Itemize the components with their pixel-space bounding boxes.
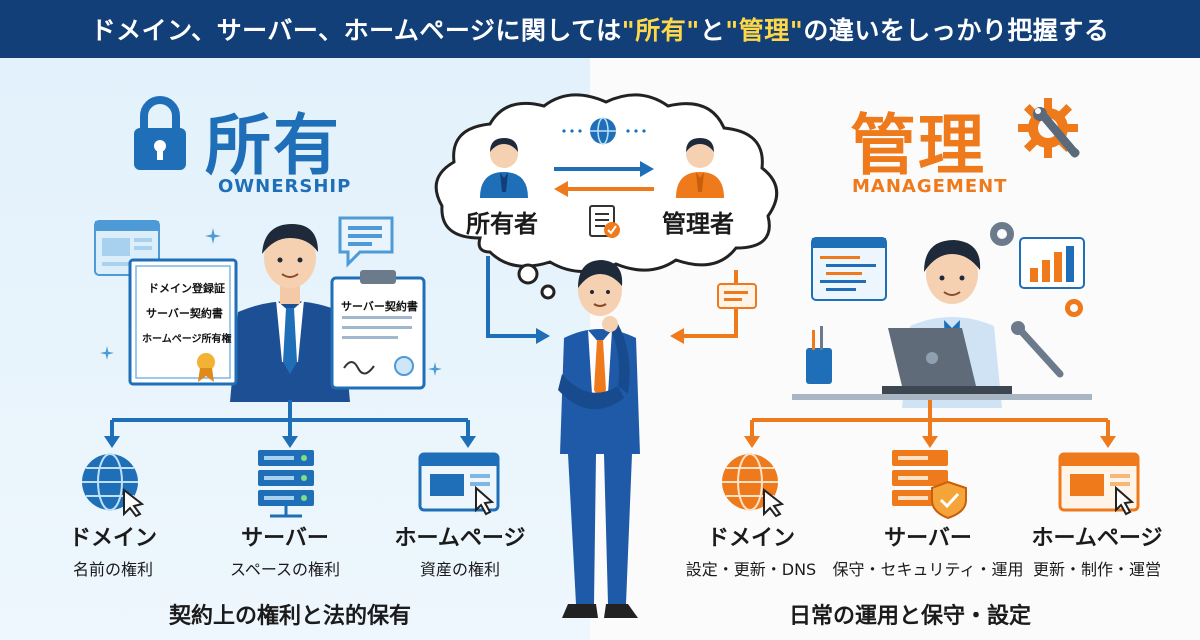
ownership-item-server: サーバー スペースの権利 bbox=[200, 520, 370, 580]
ownership-item-desc: スペースの権利 bbox=[229, 560, 341, 579]
owner-person-icon bbox=[480, 138, 528, 198]
ownership-subtitle: OWNERSHIP bbox=[218, 176, 352, 197]
clipboard-title: サーバー契約書 bbox=[341, 300, 418, 313]
management-subtitle: MANAGEMENT bbox=[852, 176, 1008, 197]
ownership-item-desc: 名前の権利 bbox=[72, 560, 153, 579]
manager-person-icon bbox=[676, 138, 724, 198]
globe-icon bbox=[590, 117, 616, 145]
banner-highlight-ownership: "所有" bbox=[621, 16, 700, 45]
globe-cursor-icon bbox=[82, 453, 145, 518]
globe-cursor-icon bbox=[722, 453, 785, 518]
browser-window-icon bbox=[1058, 452, 1140, 516]
manager-at-laptop-illustration bbox=[792, 222, 1092, 408]
management-item-name: ドメイン bbox=[706, 526, 795, 551]
cloud-owner-label: 所有者 bbox=[466, 210, 538, 238]
server-stack-icon bbox=[258, 450, 314, 518]
server-shield-icon bbox=[892, 450, 967, 520]
management-item-server: サーバー 保守・セキュリティ・運用 bbox=[828, 520, 1028, 580]
owner-businessman-illustration bbox=[230, 224, 350, 402]
banner-text-1: ドメイン、サーバー、ホームページに関しては bbox=[90, 16, 622, 45]
gear-wrench-icon bbox=[1018, 98, 1080, 158]
thinking-businessman-illustration bbox=[558, 260, 640, 618]
ownership-item-desc: 資産の権利 bbox=[419, 560, 500, 579]
ownership-flow-arrow bbox=[486, 256, 550, 344]
ownership-item-name: ドメイン bbox=[68, 526, 157, 551]
management-item-desc: 設定・更新・DNS bbox=[685, 560, 817, 579]
certificate-document bbox=[128, 258, 238, 386]
padlock-icon bbox=[134, 96, 186, 170]
chat-note-icon bbox=[717, 283, 757, 309]
sparkle-icon bbox=[205, 228, 221, 244]
certificate-line-homepage: ホームページ所有権 bbox=[142, 334, 232, 345]
arrow-left-icon bbox=[554, 181, 654, 197]
banner-highlight-management: "管理" bbox=[725, 16, 804, 45]
management-item-name: サーバー bbox=[884, 526, 972, 551]
certificate-line-server: サーバー契約書 bbox=[146, 307, 223, 320]
banner-text-3: の違いをしっかり把握する bbox=[803, 16, 1110, 45]
ownership-item-name: ホームページ bbox=[394, 526, 526, 551]
dotted-link bbox=[562, 129, 646, 133]
ownership-item-name: サーバー bbox=[241, 526, 329, 551]
management-item-homepage: ホームページ 更新・制作・運営 bbox=[1012, 520, 1182, 580]
ownership-summary: 契約上の権利と法的保有 bbox=[168, 604, 411, 629]
certificate-line-domain: ドメイン登録証 bbox=[148, 282, 225, 295]
management-title: 管理 bbox=[850, 107, 986, 184]
banner-text-2: と bbox=[699, 16, 726, 45]
sparkle-icon bbox=[428, 362, 442, 376]
management-item-name: ホームページ bbox=[1031, 526, 1163, 551]
sparkle-icon bbox=[100, 346, 114, 360]
management-connector-tree bbox=[744, 400, 1116, 448]
browser-window-icon bbox=[418, 452, 500, 516]
cloud-manager-label: 管理者 bbox=[662, 210, 734, 238]
management-item-desc: 更新・制作・運営 bbox=[1032, 560, 1161, 579]
chat-bubble-icon bbox=[338, 216, 394, 268]
header-banner: ドメイン、サーバー、ホームページに関しては "所有" と "管理" の違いをしっ… bbox=[0, 0, 1200, 58]
management-summary: 日常の運用と保守・設定 bbox=[788, 604, 1031, 629]
management-item-desc: 保守・セキュリティ・運用 bbox=[832, 560, 1024, 579]
ownership-item-domain: ドメイン 名前の権利 bbox=[28, 520, 198, 580]
arrow-right-icon bbox=[554, 161, 654, 177]
clipboard-document bbox=[330, 270, 426, 390]
management-item-domain: ドメイン 設定・更新・DNS bbox=[666, 520, 836, 580]
document-check-icon bbox=[589, 205, 620, 238]
ownership-connector-tree bbox=[104, 400, 476, 448]
ownership-title: 所有 bbox=[205, 107, 341, 184]
ownership-item-homepage: ホームページ 資産の権利 bbox=[375, 520, 545, 580]
